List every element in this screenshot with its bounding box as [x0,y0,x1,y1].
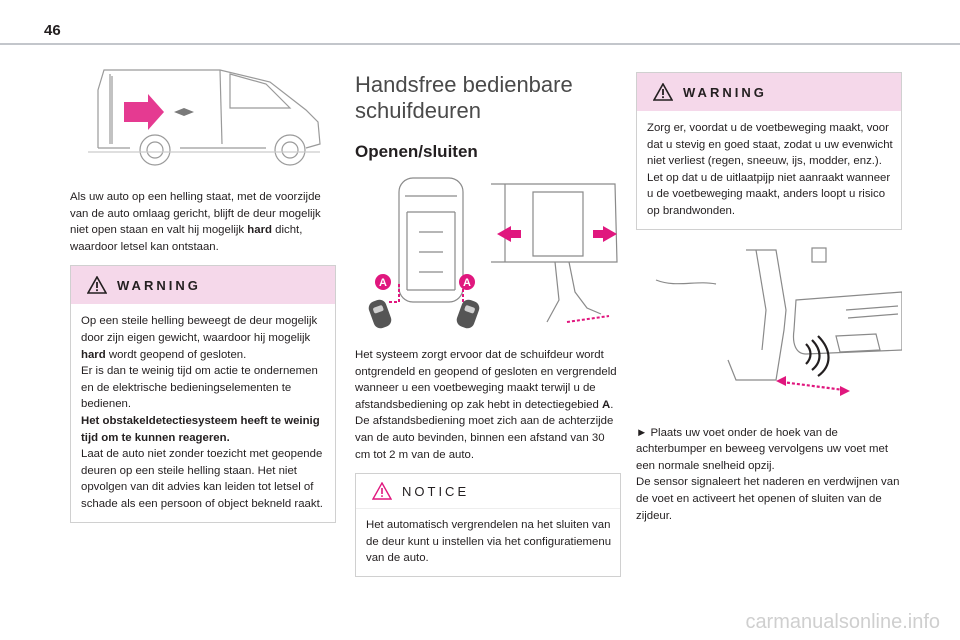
warning-triangle-icon [87,276,107,295]
warning-box: WARNING Op een steile helling beweegt de… [70,265,336,523]
page-number: 46 [44,22,61,39]
zone-a-label-right: A [463,277,471,289]
notice-title: NOTICE [402,483,470,499]
column-left: Als uw auto op een helling staat, met de… [70,60,336,523]
warning-body: Op een steile helling beweegt de deur mo… [81,315,323,510]
notice-triangle-icon [372,482,392,500]
subsection-title: Openen/sluiten [355,142,478,161]
warning-header: WARNING [637,73,901,111]
warning-box: WARNING Zorg er, voordat u de voetbewegi… [636,72,902,230]
warning-title: WARNING [683,84,767,100]
zone-a-label-left: A [379,277,387,289]
watermark: carmanualsonline.info [745,611,940,633]
header-rule [0,43,960,45]
intro-paragraph: Als uw auto op een helling staat, met de… [70,191,321,253]
remote-key-icon [368,299,392,329]
column-right: WARNING Zorg er, voordat u de voetbewegi… [636,72,903,524]
foot-sensor-illustration [655,246,903,396]
notice-box: NOTICE Het automatisch vergrendelen na h… [355,473,621,577]
warning-body: Zorg er, voordat u de voetbeweging maakt… [647,122,893,217]
remote-key-icon [456,299,480,329]
warning-title: WARNING [117,277,201,293]
detection-zone-illustration: A A [368,177,618,329]
notice-body: Het automatisch vergrendelen na het slui… [366,519,612,565]
column-middle: Handsfree bedienbare schuifdeuren Openen… [355,60,621,577]
warning-triangle-icon [653,83,673,101]
sliding-door-van-illustration [88,69,321,166]
section-title: Handsfree bedienbare schuifdeuren [355,72,573,123]
warning-header: WARNING [71,266,335,305]
notice-header: NOTICE [356,474,620,510]
system-description: Het systeem zorgt ervoor dat de schuifde… [355,349,617,461]
foot-instructions: ► Plaats uw voet onder de hoek van de ac… [636,426,900,522]
